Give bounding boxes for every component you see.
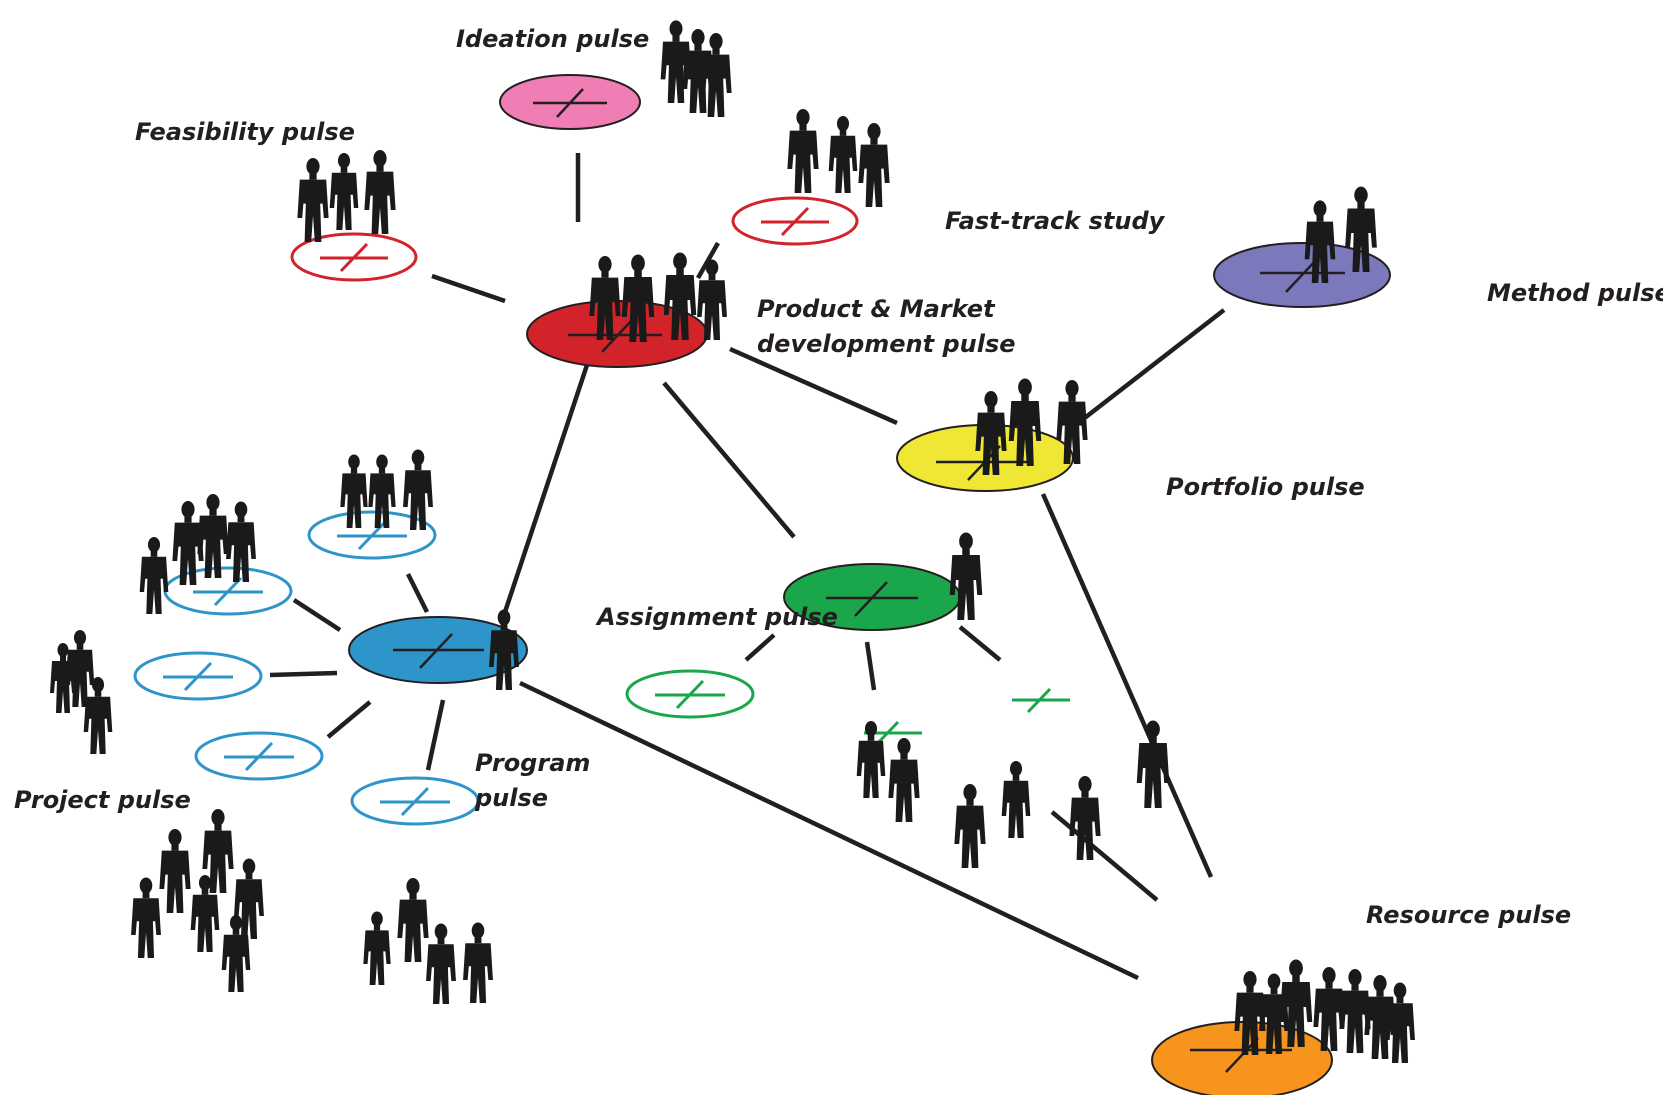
assignment-pulse-node [783, 563, 961, 631]
connector-program-project1 [292, 598, 342, 632]
connector-program-project2 [405, 572, 430, 614]
connector-product-portfolio [729, 346, 898, 426]
connector-fasttrack-product [696, 241, 720, 280]
pulse-nodes [133, 74, 1391, 1095]
fasttrack-pulse-node [731, 196, 859, 246]
people-icon-feasibility [297, 150, 396, 242]
ideation-pulse-node [499, 74, 641, 130]
connector-product-assignment [662, 381, 796, 539]
feasibility-pulse-label: Feasibility pulse [135, 118, 355, 146]
connector-program-project3 [269, 670, 338, 678]
ideation-pulse-label: Ideation pulse [456, 25, 650, 53]
project-pulse-node-3 [133, 651, 263, 701]
connector-feasibility-product [431, 273, 506, 304]
assignment-sub-pulse [625, 669, 755, 719]
product-market-pulse-node [526, 300, 708, 368]
feasibility-pulse-node [290, 232, 418, 282]
resource-pulse-label: Resource pulse [1366, 901, 1572, 929]
project-pulse-node-4 [194, 731, 324, 781]
portfolio-pulse-label: Portfolio pulse [1166, 473, 1365, 501]
program-pulse-label-line1: Program [475, 749, 591, 777]
product-market-pulse-label-line2: development pulse [757, 330, 1016, 358]
connector-method-portfolio [1071, 308, 1226, 429]
program-pulse-node [348, 616, 528, 684]
people-silhouettes [50, 20, 1415, 1063]
program-pulse-label-line2: pulse [475, 784, 549, 812]
assignment-pulse-label: Assignment pulse [597, 603, 838, 631]
people-icon-project-4 [131, 809, 264, 992]
project-pulse-label: Project pulse [14, 786, 191, 814]
resource-pulse-node [1151, 1021, 1333, 1095]
assignment-marker-2 [1012, 687, 1070, 714]
project-pulse-node-5 [350, 776, 480, 826]
connector-assignment-sub2 [864, 641, 877, 691]
project-pulse-node-1 [307, 510, 437, 560]
connector-product-program [502, 361, 591, 613]
connector-program-resource [519, 680, 1139, 981]
people-icon-assignment-team [856, 720, 1170, 868]
connector-lines [269, 153, 1226, 981]
product-market-pulse-label-line1: Product & Market [757, 295, 995, 323]
fasttrack-study-label: Fast-track study [945, 207, 1165, 235]
people-icon-ideation [660, 20, 732, 117]
people-icon-project-3 [50, 630, 113, 754]
connector-program-project5 [425, 699, 446, 771]
connector-portfolio-resource [1040, 493, 1214, 878]
connector-assignment-sub3 [958, 625, 1002, 662]
people-icon-project-5 [363, 878, 493, 1004]
connector-assignment-resource [1050, 810, 1159, 902]
method-pulse-node [1213, 242, 1391, 308]
people-icon-program [489, 609, 519, 690]
people-icon-fasttrack [787, 109, 890, 207]
method-pulse-label: Method pulse [1487, 279, 1663, 307]
connector-assignment-sub1 [744, 633, 776, 662]
connector-program-project4 [326, 700, 372, 739]
